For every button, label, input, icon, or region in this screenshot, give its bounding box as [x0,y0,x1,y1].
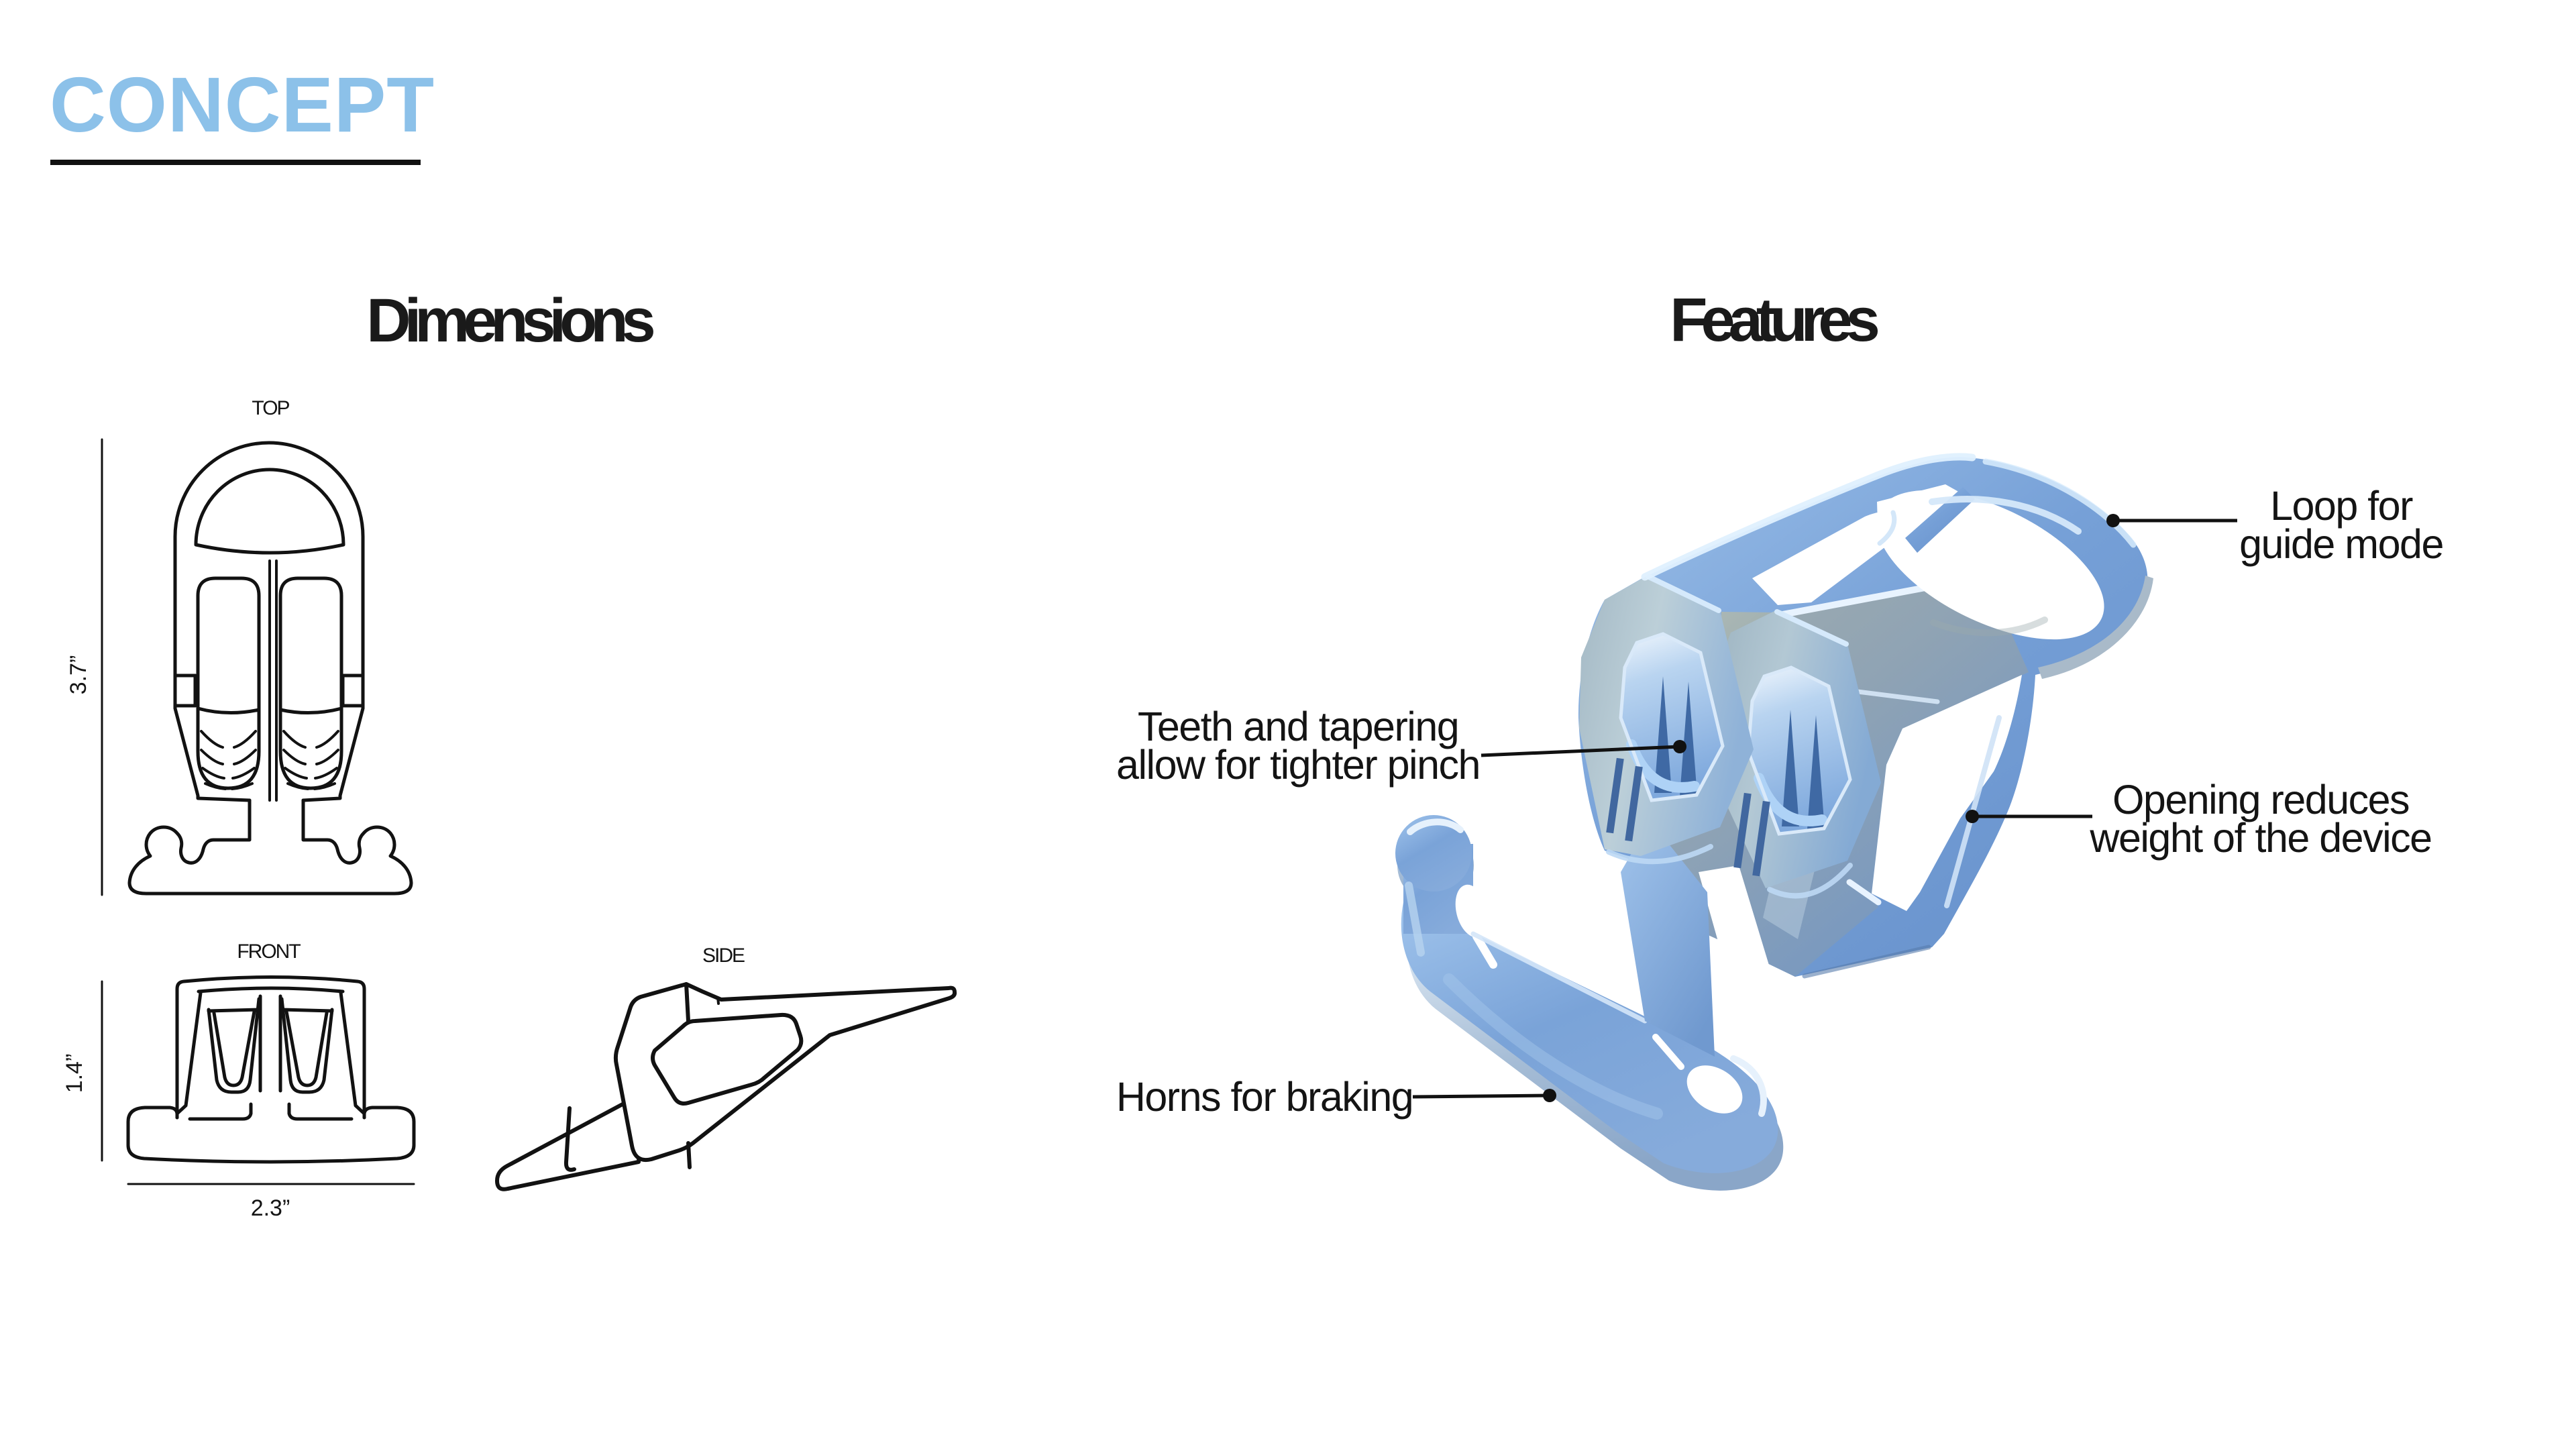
svg-text:SIDE: SIDE [702,945,745,967]
svg-text:TOP: TOP [252,397,289,419]
svg-text:1.4”: 1.4” [62,1054,87,1093]
svg-text:3.7”: 3.7” [66,655,91,695]
svg-text:FRONT: FRONT [237,941,301,963]
svg-text:2.3”: 2.3” [251,1195,290,1221]
